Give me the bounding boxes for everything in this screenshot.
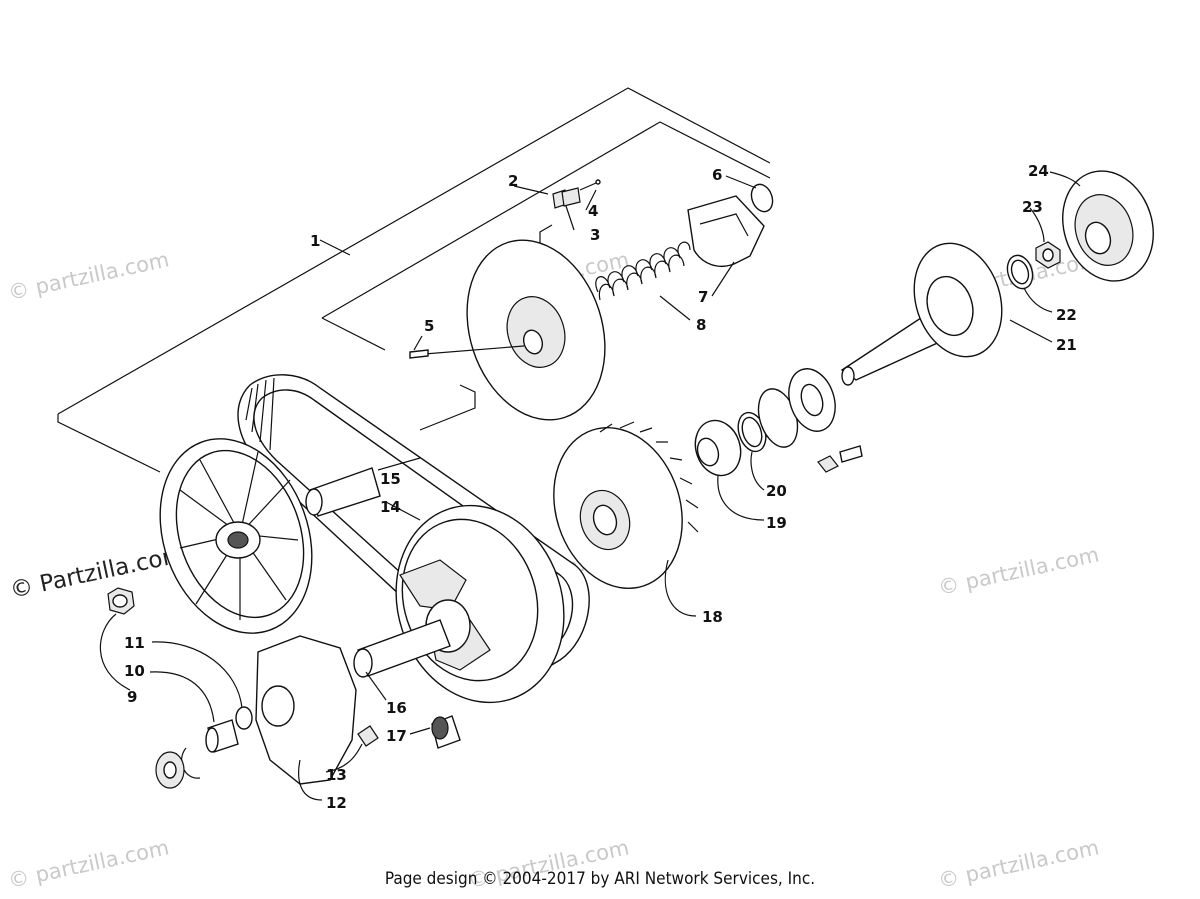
- nut-23: [1035, 241, 1061, 269]
- callout-9: 9: [127, 688, 137, 706]
- spring: [595, 241, 691, 301]
- callout-15: 15: [380, 470, 401, 488]
- weight-parts: [552, 179, 601, 209]
- callout-1: 1: [310, 232, 320, 250]
- callout-3: 3: [590, 226, 600, 244]
- callout-13: 13: [326, 766, 347, 784]
- bearing-pair: [757, 368, 836, 448]
- snap-ring: [750, 183, 774, 213]
- circlip: [181, 747, 201, 779]
- footer-copyright: Page design © 2004-2017 by ARI Network S…: [384, 869, 816, 889]
- watermark: © partzilla.com: [936, 542, 1101, 600]
- callout-6: 6: [712, 166, 722, 184]
- key-13: [357, 725, 379, 747]
- bushing-10: [205, 719, 239, 753]
- nut: [107, 587, 135, 615]
- cover-plate: [255, 635, 357, 785]
- movable-sheave: [411, 239, 606, 421]
- callout-20: 20: [766, 482, 787, 500]
- driven-shaft: [353, 619, 451, 678]
- callout-2: 2: [508, 172, 518, 190]
- leader-lines: [99, 171, 1081, 801]
- callout-5: 5: [424, 317, 434, 335]
- bushing-17: [431, 715, 461, 749]
- callout-8: 8: [696, 316, 706, 334]
- watermark-main: © Partzilla.com: [8, 542, 187, 604]
- callout-24: 24: [1028, 162, 1049, 180]
- clutch-drum: [840, 242, 1003, 386]
- callout-16: 16: [386, 699, 407, 717]
- callout-12: 12: [326, 794, 347, 812]
- callout-14: 14: [380, 498, 401, 516]
- pin: [409, 349, 429, 359]
- assembly-bracket: [57, 87, 771, 473]
- bolt: [817, 445, 863, 473]
- drive-clutch-sheave: [159, 438, 313, 634]
- callout-19: 19: [766, 514, 787, 532]
- fixed-sheave: [553, 421, 699, 590]
- callout-7: 7: [698, 288, 708, 306]
- ring-20: [737, 411, 767, 453]
- cam: [687, 195, 765, 268]
- bearing-19: [694, 419, 742, 477]
- callouts: 1 2 3 4 5 6 7 8 9 10 11 12 13 14 15 16 1…: [124, 162, 1077, 812]
- callout-11: 11: [124, 634, 145, 652]
- callout-10: 10: [124, 662, 145, 680]
- callout-17: 17: [386, 727, 407, 745]
- watermark: © partzilla.com: [6, 247, 171, 305]
- callout-18: 18: [702, 608, 723, 626]
- gear: [155, 751, 185, 789]
- callout-22: 22: [1056, 306, 1077, 324]
- callout-23: 23: [1022, 198, 1043, 216]
- washer-11: [235, 706, 253, 730]
- drive-shaft: [305, 467, 381, 517]
- callout-4: 4: [588, 202, 598, 220]
- ring-22: [1006, 254, 1034, 290]
- callout-21: 21: [1056, 336, 1077, 354]
- clutch-assembly: [1062, 170, 1154, 282]
